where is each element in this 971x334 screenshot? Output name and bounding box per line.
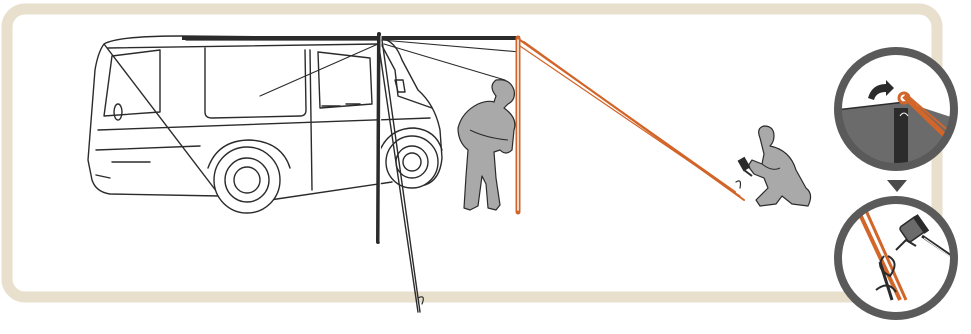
zoom-detail-guy-peg [838, 200, 960, 316]
